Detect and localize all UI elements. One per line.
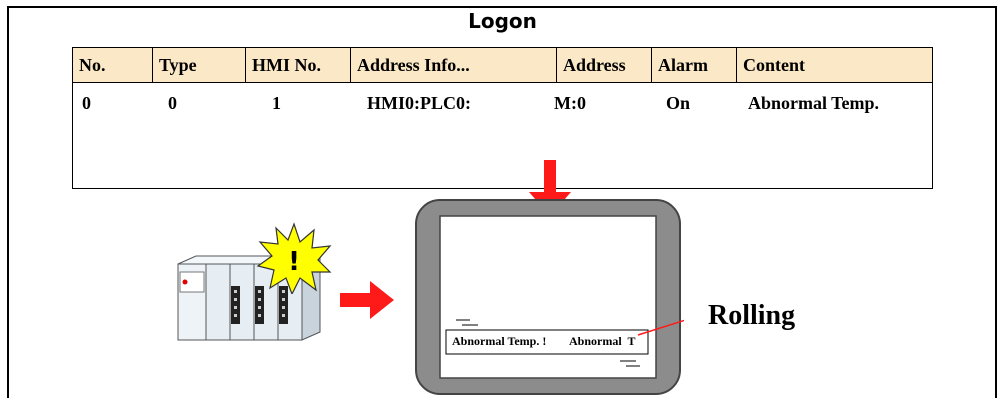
scroll-text-1: Abnormal Temp. ! — [452, 334, 547, 348]
alert-glyph: ! — [288, 247, 300, 277]
cell-type: 0 — [168, 93, 177, 113]
cell-content: Abnormal Temp. — [748, 93, 880, 113]
col-header-content: Content — [743, 55, 805, 75]
page-title: Logon — [468, 9, 537, 33]
col-header-no: No. — [73, 48, 153, 82]
col-header-alarm: Alarm — [652, 48, 737, 82]
cell-address: M:0 — [554, 93, 586, 113]
hmi-panel-icon — [415, 199, 684, 395]
alert-star-icon: ! — [256, 222, 332, 294]
table-header-row: No. Type HMI No. Address Info... Address… — [73, 48, 932, 83]
col-header-address: Address — [557, 48, 652, 82]
right-arrow-icon — [340, 281, 394, 319]
col-header-type: Type — [153, 48, 246, 82]
diagram-frame — [7, 6, 997, 398]
col-header-hmi-no: HMI No. — [246, 48, 351, 82]
cell-alarm: On — [666, 93, 691, 113]
col-header-address-info: Address Info... — [351, 48, 557, 82]
scroll-text-2: Abnormal T — [569, 334, 636, 348]
alarm-table: No. Type HMI No. Address Info... Address… — [72, 47, 933, 189]
rolling-label: Rolling — [708, 300, 796, 331]
cell-no: 0 — [82, 93, 91, 113]
cell-hmi-no: 1 — [272, 93, 281, 113]
cell-address-info: HMI0:PLC0: — [367, 93, 471, 113]
